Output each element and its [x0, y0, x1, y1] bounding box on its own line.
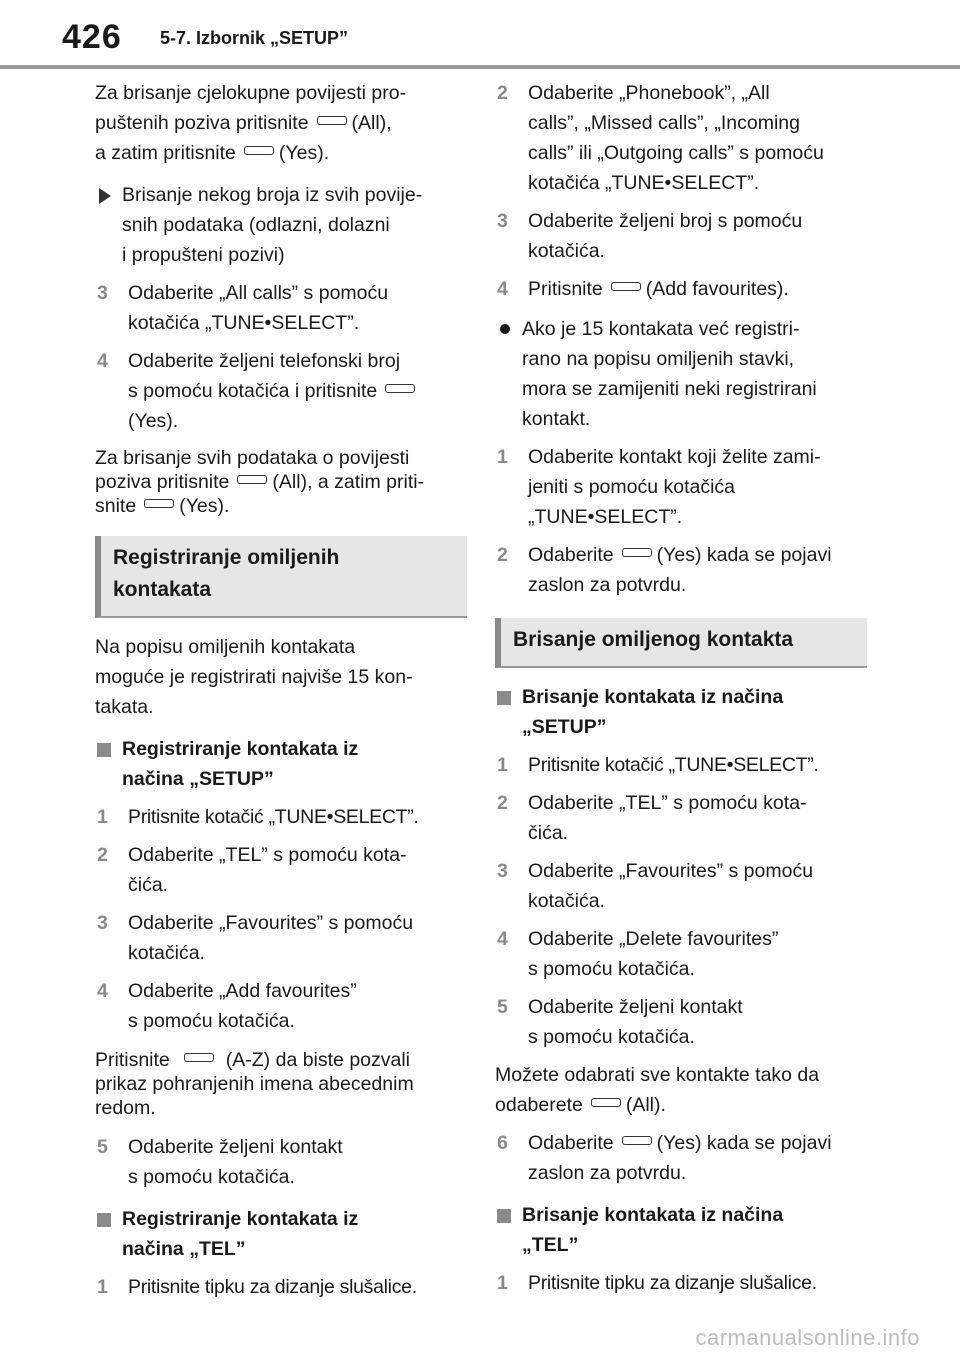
square-bullet-icon [497, 691, 511, 705]
step-number: 2 [97, 844, 108, 866]
step-item: 1 Pritisnite tipku za dizanje slušalice. [95, 1272, 467, 1302]
button-icon [243, 146, 274, 155]
step-number: 2 [497, 792, 508, 814]
step-number: 1 [97, 1276, 108, 1298]
step-number: 5 [497, 996, 508, 1018]
step-item: 1 Pritisnite kotačić „TUNE•SELECT”. [495, 750, 867, 780]
button-icon [237, 475, 268, 484]
watermark: carmanualsonline.info [695, 1325, 920, 1350]
bullet-item: Ako je 15 kontakata već registri-rano na… [495, 314, 867, 434]
arrow-item: Brisanje nekog broja iz svih povije-snih… [95, 180, 467, 270]
button-icon [621, 548, 652, 557]
subheading: Brisanje kontakata iz načina„TEL” [495, 1200, 867, 1260]
step-number: 6 [497, 1132, 508, 1154]
button-icon [621, 1136, 652, 1145]
button-icon [183, 1053, 214, 1062]
subheading: Brisanje kontakata iz načina„SETUP” [495, 682, 867, 742]
button-icon [610, 282, 641, 291]
left-column: Za brisanje cjelokupne povijesti pro- pu… [95, 78, 467, 1302]
step-item: 4 Odaberite „Add favourites”s pomoću kot… [95, 976, 467, 1036]
bullet-dot-icon [500, 324, 510, 334]
page-number: 426 [62, 18, 122, 56]
button-icon [590, 1098, 621, 1107]
step-number: 2 [497, 82, 508, 104]
step-item: 2 Odaberite „TEL” s pomoću kota-čića. [95, 840, 467, 900]
step-number: 5 [97, 1136, 108, 1158]
step-number: 1 [497, 1272, 508, 1294]
step-number: 1 [497, 446, 508, 468]
step-item: 1 Pritisnite tipku za dizanje slušalice. [495, 1268, 867, 1298]
step-item: 4 Pritisnite(Add favourites). [495, 274, 867, 304]
step-item: 1 Pritisnite kotačić „TUNE•SELECT”. [95, 802, 467, 832]
square-bullet-icon [497, 1209, 511, 1223]
page-header: 426 5-7. Izbornik „SETUP” [0, 0, 960, 70]
step-item: 1 Odaberite kontakt koji želite zami-jen… [495, 442, 867, 532]
paragraph: Za brisanje cjelokupne povijesti pro- pu… [95, 82, 407, 164]
step-number: 3 [97, 282, 108, 304]
step-item: 4 Odaberite „Delete favourites”s pomoću … [495, 924, 867, 984]
step-item: 2 Odaberite „TEL” s pomoću kota-čića. [495, 788, 867, 848]
step-number: 4 [97, 350, 108, 372]
step-number: 4 [497, 278, 508, 300]
step-number: 3 [497, 860, 508, 882]
step-number: 2 [497, 544, 508, 566]
step-number: 4 [497, 928, 508, 950]
square-bullet-icon [97, 1213, 111, 1227]
paragraph: Za brisanje svih podataka o povijesti po… [95, 447, 425, 517]
step-number: 1 [97, 806, 108, 828]
section-heading: Brisanje omiljenog kontakta [513, 628, 794, 651]
section-heading-box: Brisanje omiljenog kontakta [495, 618, 867, 668]
step-number: 1 [497, 754, 508, 776]
button-icon [316, 116, 347, 125]
arrow-right-icon [99, 188, 111, 204]
button-icon [385, 384, 416, 393]
step-number: 3 [497, 210, 508, 232]
section-title: 5-7. Izbornik „SETUP” [160, 28, 349, 48]
step-number: 3 [97, 912, 108, 934]
square-bullet-icon [97, 743, 111, 757]
step-number: 4 [97, 980, 108, 1002]
paragraph: Možete odabrati sve kontakte tako da oda… [495, 1064, 820, 1116]
header-divider [0, 65, 960, 69]
paragraph: Pritisnite(A-Z) da biste pozvali prikaz … [95, 1049, 414, 1119]
button-icon [144, 499, 175, 508]
